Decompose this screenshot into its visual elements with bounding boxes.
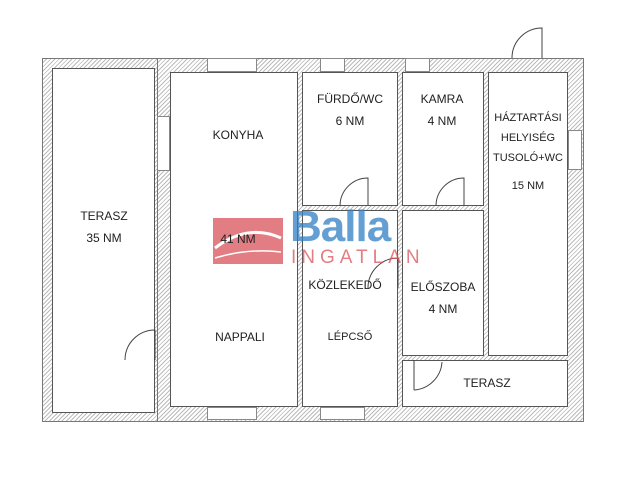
room-haztartasi: [488, 72, 568, 356]
room-name: TERASZ: [80, 209, 128, 223]
room-label-eloszoba: ELŐSZOBA 4 NM: [411, 276, 476, 320]
room-label-konyha: KONYHA: [212, 128, 264, 142]
room-terasz-small: [402, 360, 568, 407]
room-name: HELYISÉG: [500, 132, 556, 144]
door-icon: [511, 27, 543, 59]
door-icon: [367, 257, 399, 289]
room-label-furdo: FÜRDŐ/WC 6 NM: [317, 88, 383, 132]
room-area: 4 NM: [427, 114, 457, 128]
room-label-terasz: TERASZ 35 NM: [80, 205, 127, 249]
window: [207, 407, 257, 420]
door-icon: [435, 177, 465, 207]
window: [207, 58, 257, 72]
room-label-kozlekedo: KÖZLEKEDŐ: [308, 278, 382, 292]
watermark-logo-icon: [213, 218, 283, 264]
room-area: 15 NM: [511, 180, 545, 192]
room-name: FÜRDŐ/WC: [317, 92, 383, 106]
window: [320, 407, 365, 420]
room-kozlekedo: [302, 210, 398, 407]
room-area: 35 NM: [86, 231, 122, 245]
window: [157, 116, 170, 171]
room-kamra: [402, 72, 484, 206]
window: [405, 58, 430, 72]
watermark-sub: INGATLAN: [291, 247, 425, 268]
window: [568, 130, 582, 170]
room-name: ELŐSZOBA: [410, 280, 476, 294]
room-terasz-left: [52, 68, 155, 413]
door-icon: [339, 177, 369, 207]
room-name: HÁZTARTÁSI: [494, 112, 562, 124]
room-label-kamra: KAMRA 4 NM: [421, 88, 464, 132]
door-icon: [413, 360, 443, 391]
room-name: TUSOLÓ+WC: [493, 152, 563, 164]
room-label-terasz-small: TERASZ: [463, 376, 511, 390]
room-name: KAMRA: [420, 92, 464, 106]
watermark-brand: Balla: [290, 202, 391, 251]
room-label-nappali: NAPPALI: [215, 330, 265, 344]
room-area: 6 NM: [335, 114, 365, 128]
room-eloszoba: [402, 210, 484, 356]
room-area-nappali: 41 NM: [220, 232, 256, 246]
room-label-haztartasi: HÁZTARTÁSI HELYISÉG TUSOLÓ+WC 15 NM: [493, 108, 563, 196]
room-label-lepcso: LÉPCSŐ: [327, 331, 373, 343]
window: [320, 58, 345, 72]
room-area: 4 NM: [428, 302, 458, 316]
door-icon: [124, 329, 156, 361]
room-furdo: [302, 72, 398, 206]
